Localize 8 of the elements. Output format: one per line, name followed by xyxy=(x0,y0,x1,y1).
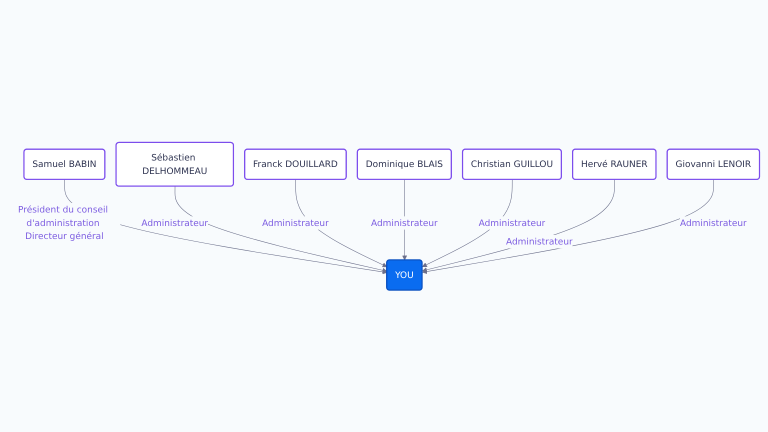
arrow xyxy=(174,186,388,272)
edge-label: Administrateur xyxy=(262,217,329,228)
edge-label: Administrateur xyxy=(478,217,546,228)
edge-label: Président du conseil d'administration Directeur général xyxy=(18,204,108,242)
edge-label: Administrateur xyxy=(141,217,208,228)
edge-label: Administrateur xyxy=(506,236,573,246)
edge-label: Administrateur xyxy=(680,217,747,228)
edge-label: Administrateur xyxy=(371,217,438,228)
